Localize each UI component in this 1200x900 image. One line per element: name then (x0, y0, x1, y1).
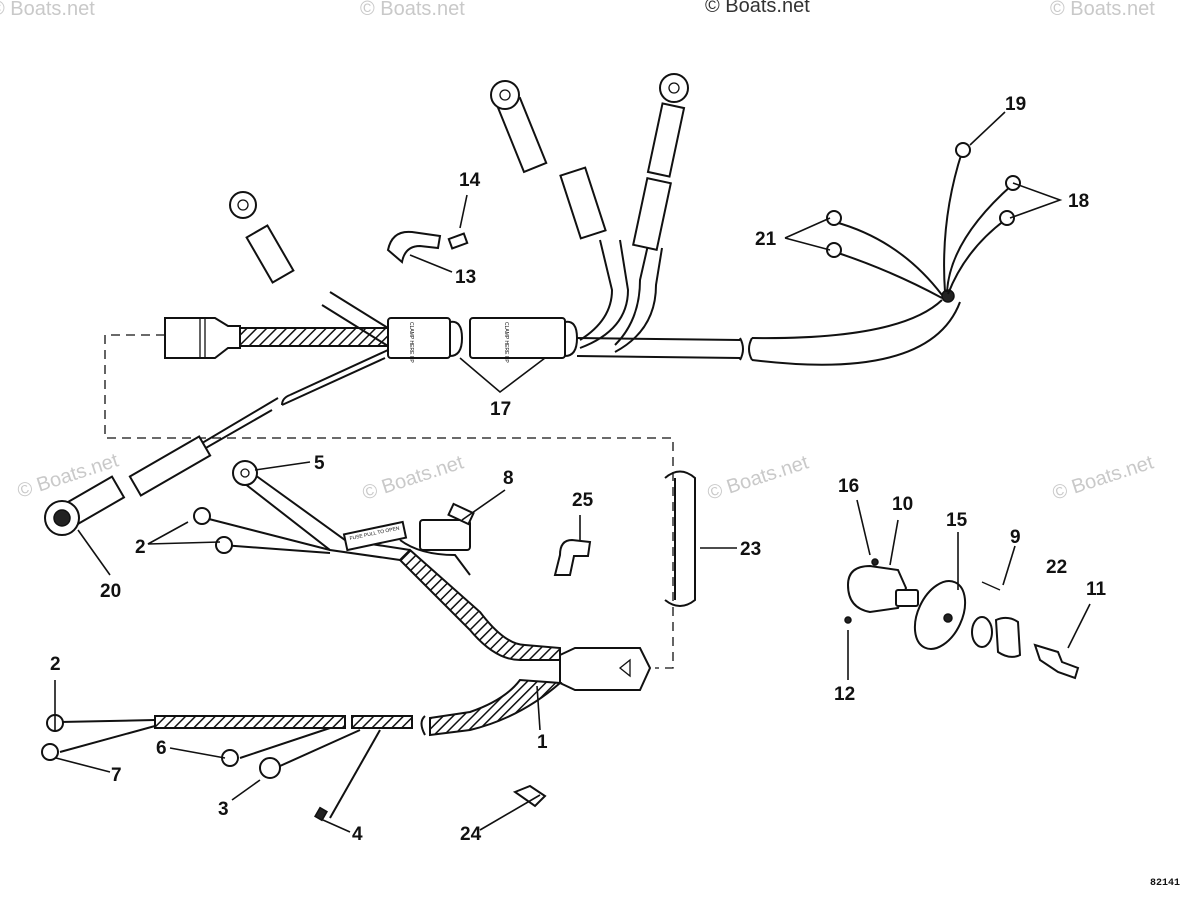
callout-8: 8 (503, 468, 514, 489)
cable-clamp (386, 230, 442, 264)
callout-7: 7 (111, 765, 122, 786)
clip (553, 538, 592, 576)
watermark: © Boats.net (705, 451, 812, 504)
callout-13: 13 (455, 267, 476, 288)
watermarks: © Boats.net © Boats.net © Boats.net © Bo… (0, 0, 1157, 505)
callout-9: 9 (1010, 527, 1021, 548)
callout-16: 16 (838, 476, 859, 497)
ring-terminal (826, 210, 842, 226)
retainer-clip (664, 470, 696, 607)
watermark: © Boats.net (1050, 0, 1155, 20)
harness-clamp-sleeve: CLAMP HERE UP (503, 322, 509, 363)
callout-17: 17 (490, 399, 511, 420)
callout-1: 1 (537, 732, 548, 753)
callout-23: 23 (740, 539, 761, 560)
callout-2: 2 (50, 654, 61, 675)
callout-22: 22 (1046, 557, 1067, 578)
ignition-switch-assembly (844, 558, 1080, 680)
callout-20: 20 (100, 581, 121, 602)
screw (447, 232, 469, 250)
clip (512, 784, 547, 808)
watermark: © Boats.net (705, 0, 810, 17)
callout-15: 15 (946, 510, 968, 531)
callout-2: 2 (135, 537, 146, 558)
harness-clamp-sleeve: CLAMP HERE UP (387, 317, 451, 363)
drawing-code: 82141 (1150, 878, 1180, 889)
leader-lines (54, 111, 1091, 833)
svg-text:CLAMP HERE UP: CLAMP HERE UP (408, 322, 414, 363)
callout-5: 5 (314, 453, 325, 474)
dashed-connection-line (104, 334, 674, 669)
callout-11: 11 (1086, 579, 1107, 600)
callout-24: 24 (460, 824, 482, 845)
lower-harness-plug (559, 647, 652, 691)
callout-6: 6 (156, 738, 167, 759)
watermark: © Boats.net (360, 451, 467, 504)
callout-25: 25 (572, 490, 594, 511)
callout-12: 12 (834, 684, 855, 705)
svg-text:CLAMP HERE UP: CLAMP HERE UP (503, 322, 509, 363)
upper-harness-plug (164, 317, 241, 359)
upper-harness-wrapped-cable (239, 327, 391, 347)
callout-labels: 1 2 2 3 4 5 6 7 8 9 10 11 12 13 14 15 16… (50, 94, 1107, 845)
watermark: © Boats.net (360, 0, 465, 20)
upper-harness-assembly: CLAMP HERE UP CLAMP HERE UP (44, 73, 1021, 536)
watermark: © Boats.net (1050, 451, 1157, 504)
lower-harness-assembly: FUSE PULL TO OPEN (41, 460, 652, 822)
callout-18: 18 (1068, 191, 1089, 212)
callout-14: 14 (459, 170, 481, 191)
callout-10: 10 (892, 494, 913, 515)
callout-4: 4 (352, 824, 363, 845)
ring-terminal (955, 142, 971, 158)
callout-21: 21 (755, 229, 777, 250)
callout-19: 19 (1005, 94, 1026, 115)
ring-terminal (999, 210, 1015, 226)
callout-3: 3 (218, 799, 229, 820)
watermark: © Boats.net (0, 0, 95, 20)
